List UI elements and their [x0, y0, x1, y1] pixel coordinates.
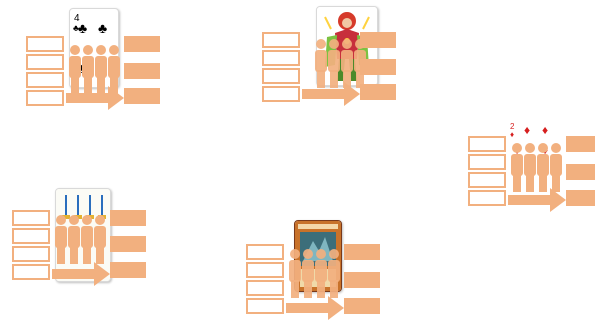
cluster-4 [10, 188, 150, 288]
input-slot[interactable] [262, 86, 300, 102]
input-slot[interactable] [26, 36, 64, 52]
output-pill[interactable] [344, 298, 380, 314]
svg-text:♦: ♦ [524, 123, 530, 137]
input-slot[interactable] [262, 68, 300, 84]
output-pill[interactable] [124, 63, 160, 79]
svg-text:♣: ♣ [98, 20, 107, 36]
output-pill[interactable] [566, 164, 595, 180]
output-pill[interactable] [360, 59, 396, 75]
right-arrow-icon [508, 188, 566, 212]
input-slot[interactable] [26, 54, 64, 70]
input-slot[interactable] [246, 244, 284, 260]
output-pill[interactable] [360, 32, 396, 48]
output-pill[interactable] [566, 136, 595, 152]
output-pill[interactable] [344, 272, 380, 288]
people-group-icon [510, 142, 564, 194]
input-slot[interactable] [468, 190, 506, 206]
input-slot[interactable] [468, 154, 506, 170]
input-slot[interactable] [12, 228, 50, 244]
people-group-icon [54, 214, 108, 266]
cluster-2 [260, 6, 400, 116]
input-slot[interactable] [12, 264, 50, 280]
input-slot[interactable] [26, 72, 64, 88]
input-slot[interactable] [468, 172, 506, 188]
right-arrow-icon [52, 262, 110, 286]
input-slot[interactable] [12, 210, 50, 226]
output-pill[interactable] [344, 244, 380, 260]
output-pill[interactable] [110, 236, 146, 252]
right-arrow-icon [286, 296, 344, 320]
input-slot[interactable] [246, 262, 284, 278]
output-pill[interactable] [110, 210, 146, 226]
cluster-1: 4 ♣ ♣ ♣ ♣ ♣ [24, 8, 164, 118]
people-group-icon [288, 248, 342, 300]
right-arrow-icon [66, 86, 124, 110]
output-pill[interactable] [360, 84, 396, 100]
svg-text:♣: ♣ [78, 20, 87, 36]
input-slot[interactable] [12, 246, 50, 262]
output-pill[interactable] [110, 262, 146, 278]
input-slot[interactable] [468, 136, 506, 152]
right-arrow-icon [302, 82, 360, 106]
svg-text:♦: ♦ [542, 123, 548, 137]
input-slot[interactable] [26, 90, 64, 106]
output-pill[interactable] [124, 88, 160, 104]
output-pill[interactable] [124, 36, 160, 52]
cluster-5 [244, 220, 384, 320]
input-slot[interactable] [262, 32, 300, 48]
input-slot[interactable] [246, 280, 284, 296]
input-slot[interactable] [246, 298, 284, 314]
output-pill[interactable] [566, 190, 595, 206]
svg-text:♦: ♦ [510, 130, 514, 139]
input-slot[interactable] [262, 50, 300, 66]
cluster-3: 2 ♦ ♦ ♦ ♦ ♦ [466, 120, 595, 220]
